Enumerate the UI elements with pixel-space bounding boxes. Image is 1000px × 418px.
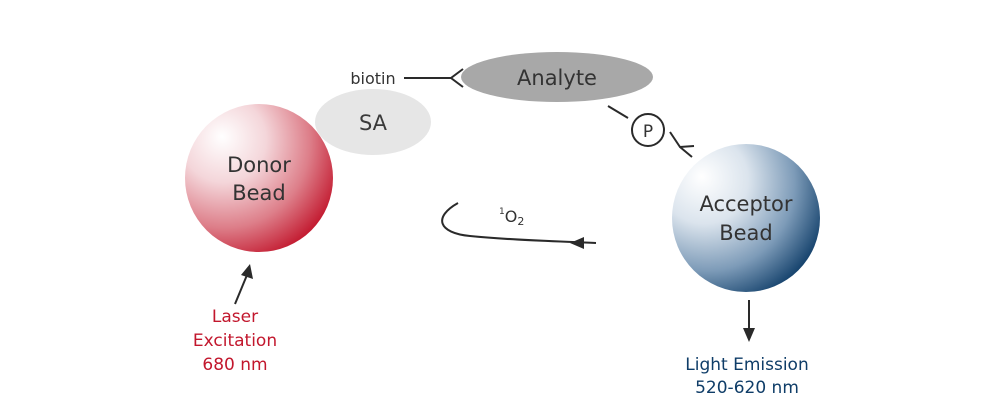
laser-label: Laser Excitation 680 nm bbox=[193, 307, 277, 375]
singlet-oxygen-path bbox=[441, 202, 597, 249]
acceptor-bead-label-line1: Acceptor bbox=[699, 192, 792, 216]
singlet-oxygen-label: 1O2 bbox=[499, 207, 524, 228]
sa-node: SA bbox=[315, 89, 431, 155]
analyte-node: Analyte bbox=[461, 52, 653, 102]
singlet-oxygen-superscript: 1 bbox=[499, 207, 505, 217]
donor-bead-sphere bbox=[185, 104, 333, 252]
emission-label-line2: 520-620 nm bbox=[695, 378, 799, 398]
singlet-oxygen-curve bbox=[441, 202, 597, 244]
biotin-label: biotin bbox=[350, 69, 395, 88]
analyte-label: Analyte bbox=[517, 66, 597, 90]
singlet-oxygen-subscript: 2 bbox=[517, 215, 524, 228]
singlet-oxygen-symbol: O bbox=[505, 207, 518, 226]
emission-label-line1: Light Emission bbox=[685, 355, 808, 375]
singlet-oxygen-arrowhead bbox=[570, 237, 584, 249]
laser-label-line1: Laser bbox=[212, 307, 258, 327]
acceptor-bead-sphere bbox=[672, 144, 820, 292]
phospho-linker bbox=[607, 105, 695, 158]
acceptor-bead-label-line2: Bead bbox=[719, 221, 773, 245]
donor-bead: Donor Bead bbox=[185, 104, 333, 252]
emission-label: Light Emission 520-620 nm bbox=[685, 355, 808, 398]
phosphate-circle bbox=[631, 113, 665, 147]
donor-bead-label-line1: Donor bbox=[227, 153, 291, 177]
laser-label-line3: 680 nm bbox=[202, 355, 267, 375]
analyte-ellipse bbox=[461, 52, 653, 102]
donor-bead-label-line2: Bead bbox=[232, 181, 286, 205]
sa-ellipse bbox=[315, 89, 431, 155]
acceptor-bead: Acceptor Bead bbox=[672, 144, 820, 292]
phosphate-label: P bbox=[643, 122, 653, 142]
emission-arrow bbox=[743, 300, 755, 342]
laser-arrow bbox=[234, 264, 253, 305]
biotin-linker bbox=[404, 68, 464, 88]
sa-label: SA bbox=[359, 111, 388, 135]
laser-label-line2: Excitation bbox=[193, 331, 277, 351]
